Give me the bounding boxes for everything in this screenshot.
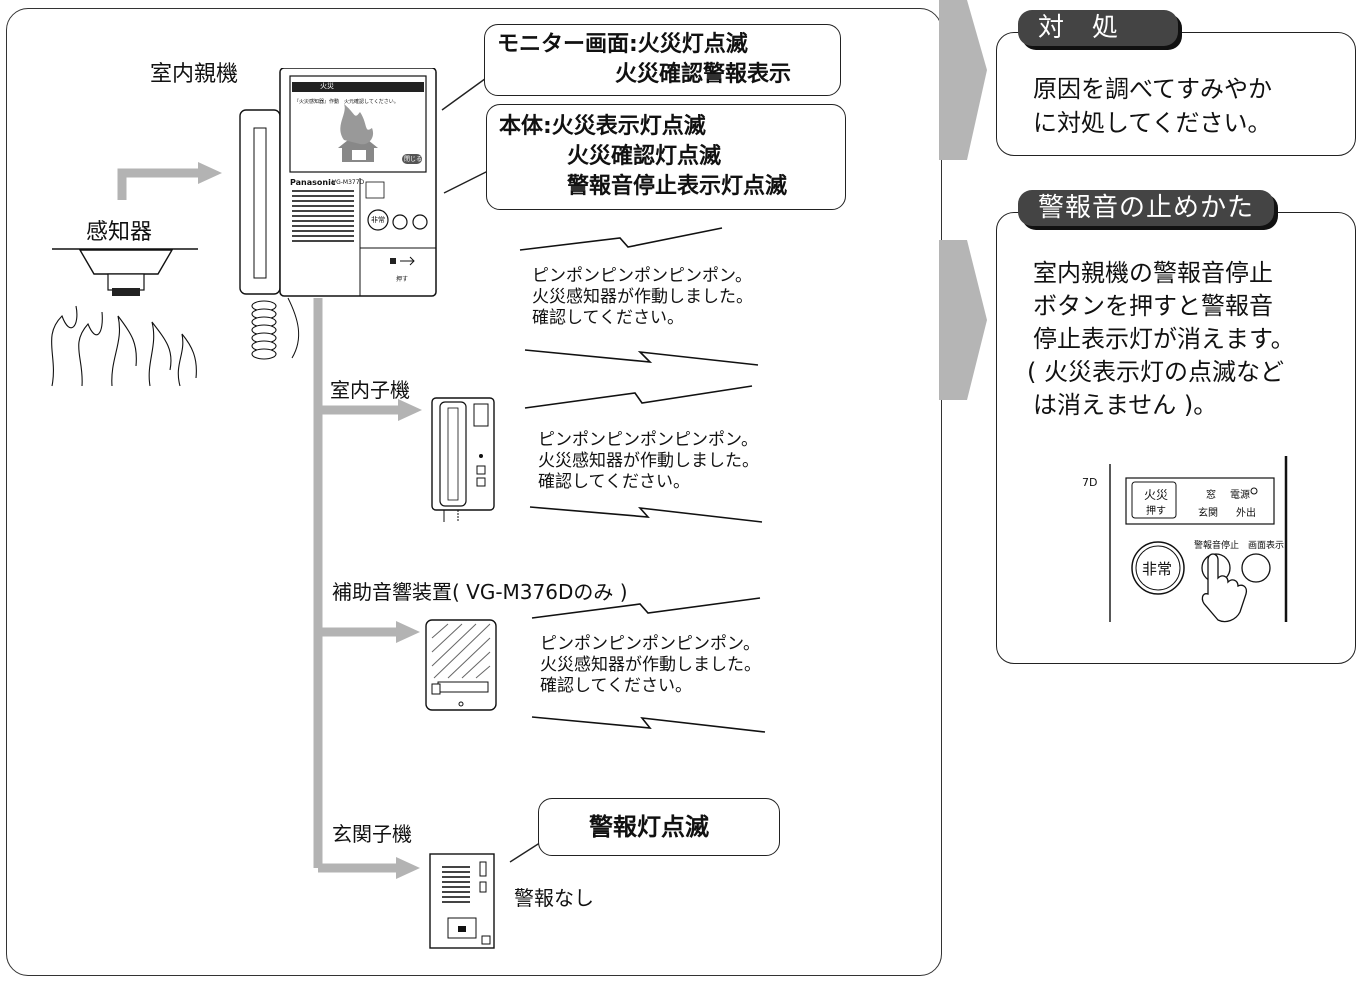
stop-alarm-title-tab: 警報音の止めかた (1018, 190, 1275, 226)
arrow-to-stop (939, 240, 987, 400)
stop-body-line4: ( 火災表示灯の点滅など (1027, 358, 1284, 386)
master-sound-line3: 確認してください。 (532, 308, 684, 328)
detail-window-label: 窓 (1206, 490, 1216, 501)
detail-out-label: 外出 (1236, 508, 1256, 519)
detail-screen-display-label: 画面表示 (1248, 541, 1285, 551)
pressing-finger-icon (1201, 553, 1248, 623)
action-body-line1: 原因を調べてすみやか (1033, 75, 1273, 103)
indoor-sub-sound-line2: 火災感知器が作動しました。 (538, 451, 759, 471)
body-callout-line2: 火災確認灯点滅 (567, 144, 722, 169)
entrance-callout: 警報灯点滅 (538, 798, 780, 856)
aux-sound-line1: ピンポンピンポンピンポン。 (540, 634, 760, 654)
master-emergency-label: 非常 (371, 216, 385, 224)
indoor-sub-sound-line1: ピンポンピンポンピンポン。 (538, 430, 758, 450)
aux-sound-text: ピンポンピンポンピンポン。 火災感知器が作動しました。 確認してください。 (540, 634, 761, 697)
detail-fire-label: 火災 (1144, 488, 1169, 502)
master-screen-message: 『火災感知器』作動 火元確認してください。 (294, 99, 399, 105)
master-sound-line2: 火災感知器が作動しました。 (532, 287, 753, 307)
body-callout-line3: 警報音停止表示灯点滅 (567, 174, 788, 199)
connection-lines (52, 67, 766, 879)
brand-label: Panasonic (290, 178, 336, 187)
stop-body-line1: 室内親機の警報音停止 (1033, 259, 1273, 287)
entrance-callout-text: 警報灯点滅 (589, 813, 709, 841)
monitor-callout-line2: 火災確認警報表示 (615, 62, 792, 87)
stop-body-line5: は消えません )。 (1033, 391, 1218, 419)
fire-sensor-icon (51, 249, 197, 387)
master-fire-badge: 火災 (320, 82, 334, 90)
master-unit-body (239, 68, 437, 360)
detail-power-label: 電源 (1230, 490, 1250, 501)
aux-sounder (425, 619, 497, 711)
arrow-to-action (939, 0, 987, 160)
action-body-line2: に対処してください。 (1033, 109, 1272, 137)
panel-detail-body (1109, 456, 1288, 623)
master-sound-text: ピンポンピンポンピンポン。 火災感知器が作動しました。 確認してください。 (532, 266, 753, 329)
flow-arrows (939, 0, 987, 400)
main-frame (6, 8, 942, 976)
panel-detail: 7D 火災 押す 窓 玄関 電源 外出 警報音停止 画面表示 非常 (1080, 456, 1290, 624)
aux-sound-line2: 火災感知器が作動しました。 (540, 655, 761, 675)
master-close-button: 閉じる (404, 156, 423, 163)
indoor-sub-label: 室内子機 (330, 378, 410, 402)
entrance-unit (429, 853, 495, 949)
indoor-sub-sound-line3: 確認してください。 (538, 472, 690, 492)
master-unit-label: 室内親機 (150, 62, 239, 87)
detail-push-label: 押す (1146, 506, 1166, 517)
action-panel: 原因を調べてすみやか に対処してください。 (996, 32, 1356, 156)
monitor-callout: モニター画面:火災灯点滅 火災確認警報表示 (484, 24, 841, 96)
detail-entrance-label: 玄関 (1198, 508, 1218, 519)
indoor-sub-unit (431, 397, 495, 522)
master-unit: 火災 『火災感知器』作動 火元確認してください。 閉じる Panasonic V… (238, 68, 438, 368)
body-callout-line1: 本体:火災表示灯点滅 (499, 114, 706, 139)
master-sound-line1: ピンポンピンポンピンポン。 (532, 266, 752, 286)
detail-alarm-stop-label: 警報音停止 (1194, 541, 1240, 551)
sensor-label: 感知器 (86, 220, 153, 245)
aux-sound-line3: 確認してください。 (540, 676, 692, 696)
stop-body-line3: 停止表示灯が消えます。 (1033, 325, 1295, 353)
detail-model-frag: 7D (1082, 476, 1098, 489)
body-callout: 本体:火災表示灯点滅 火災確認灯点滅 警報音停止表示灯点滅 (486, 104, 846, 210)
detail-emergency-button: 非常 (1142, 560, 1173, 578)
master-push-label: 押す (396, 276, 409, 283)
sound-zigzags (519, 227, 766, 733)
stop-body-line2: ボタンを押すと警報音 (1033, 292, 1273, 320)
model-label: VG-M377D (332, 179, 365, 186)
indoor-sub-sound-text: ピンポンピンポンピンポン。 火災感知器が作動しました。 確認してください。 (538, 430, 759, 493)
action-title-tab: 対 処 (1018, 10, 1178, 46)
aux-sounder-label: 補助音響装置( VG-M376Dのみ ) (332, 580, 628, 604)
monitor-callout-line1: モニター画面:火災灯点滅 (497, 32, 748, 57)
entrance-unit-label: 玄関子機 (332, 822, 412, 846)
no-alarm-label: 警報なし (514, 886, 594, 910)
